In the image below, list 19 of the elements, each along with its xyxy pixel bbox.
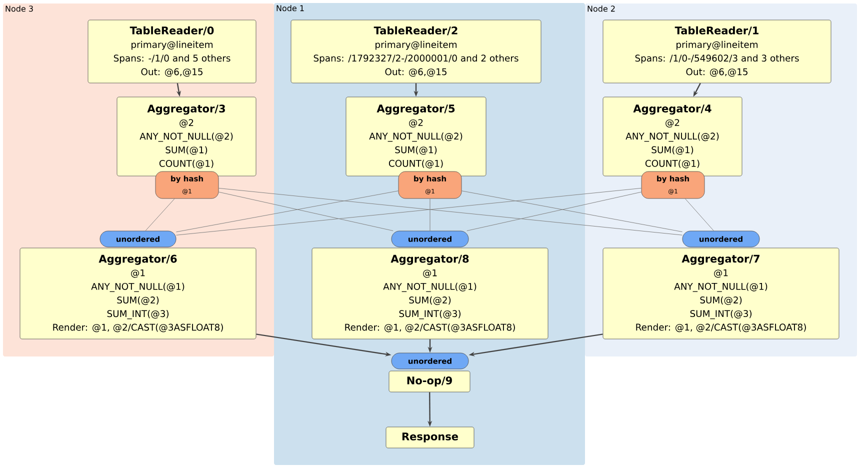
connector-line xyxy=(684,198,714,232)
connector-line xyxy=(145,198,175,232)
processor-box: TableReader/2 primary@lineitem Spans: /1792327/2-/2000001/0 and 2 others Out: @6,@15 xyxy=(290,20,542,84)
processor-box: TableReader/0 primary@lineitem Spans: -/1/0 and 5 others Out: @6,@15 xyxy=(88,20,256,84)
processor-box: TableReader/1 primary@lineitem Spans: /1/0-/549602/3 and 3 others Out: @6,@15 xyxy=(602,20,832,84)
processor-box: Aggregator/4 @2 ANY_NOT_NULL(@2) SUM(@1) COUNT(@1) xyxy=(602,96,742,176)
connector-line xyxy=(176,188,642,236)
processor-box: Response xyxy=(386,426,474,448)
processor-box: Aggregator/8 @1 ANY_NOT_NULL(@1) SUM(@2) SUM_INT(@3) Render: @1, @2/CAST(@3ASFLOAT8) xyxy=(312,248,548,340)
connector-line xyxy=(218,188,683,236)
processor-box: Aggregator/6 @1 ANY_NOT_NULL(@1) SUM(@2) SUM_INT(@3) Render: @1, @2/CAST(@3ASFLOAT8) xyxy=(20,248,256,340)
processor-box: Aggregator/7 @1 ANY_NOT_NULL(@1) SUM(@2) SUM_INT(@3) Render: @1, @2/CAST(@3ASFLOAT8) xyxy=(602,248,840,340)
processor-box: No-op/9 xyxy=(388,370,470,392)
connector-line xyxy=(176,190,399,232)
processor-box: Aggregator/3 @2 ANY_NOT_NULL(@2) SUM(@1) COUNT(@1) xyxy=(116,96,256,176)
connector-line xyxy=(218,192,394,232)
processor-box: Aggregator/5 @2 ANY_NOT_NULL(@2) SUM(@1) COUNT(@1) xyxy=(346,96,486,176)
connector-line xyxy=(466,192,642,232)
connector-line xyxy=(461,190,683,232)
